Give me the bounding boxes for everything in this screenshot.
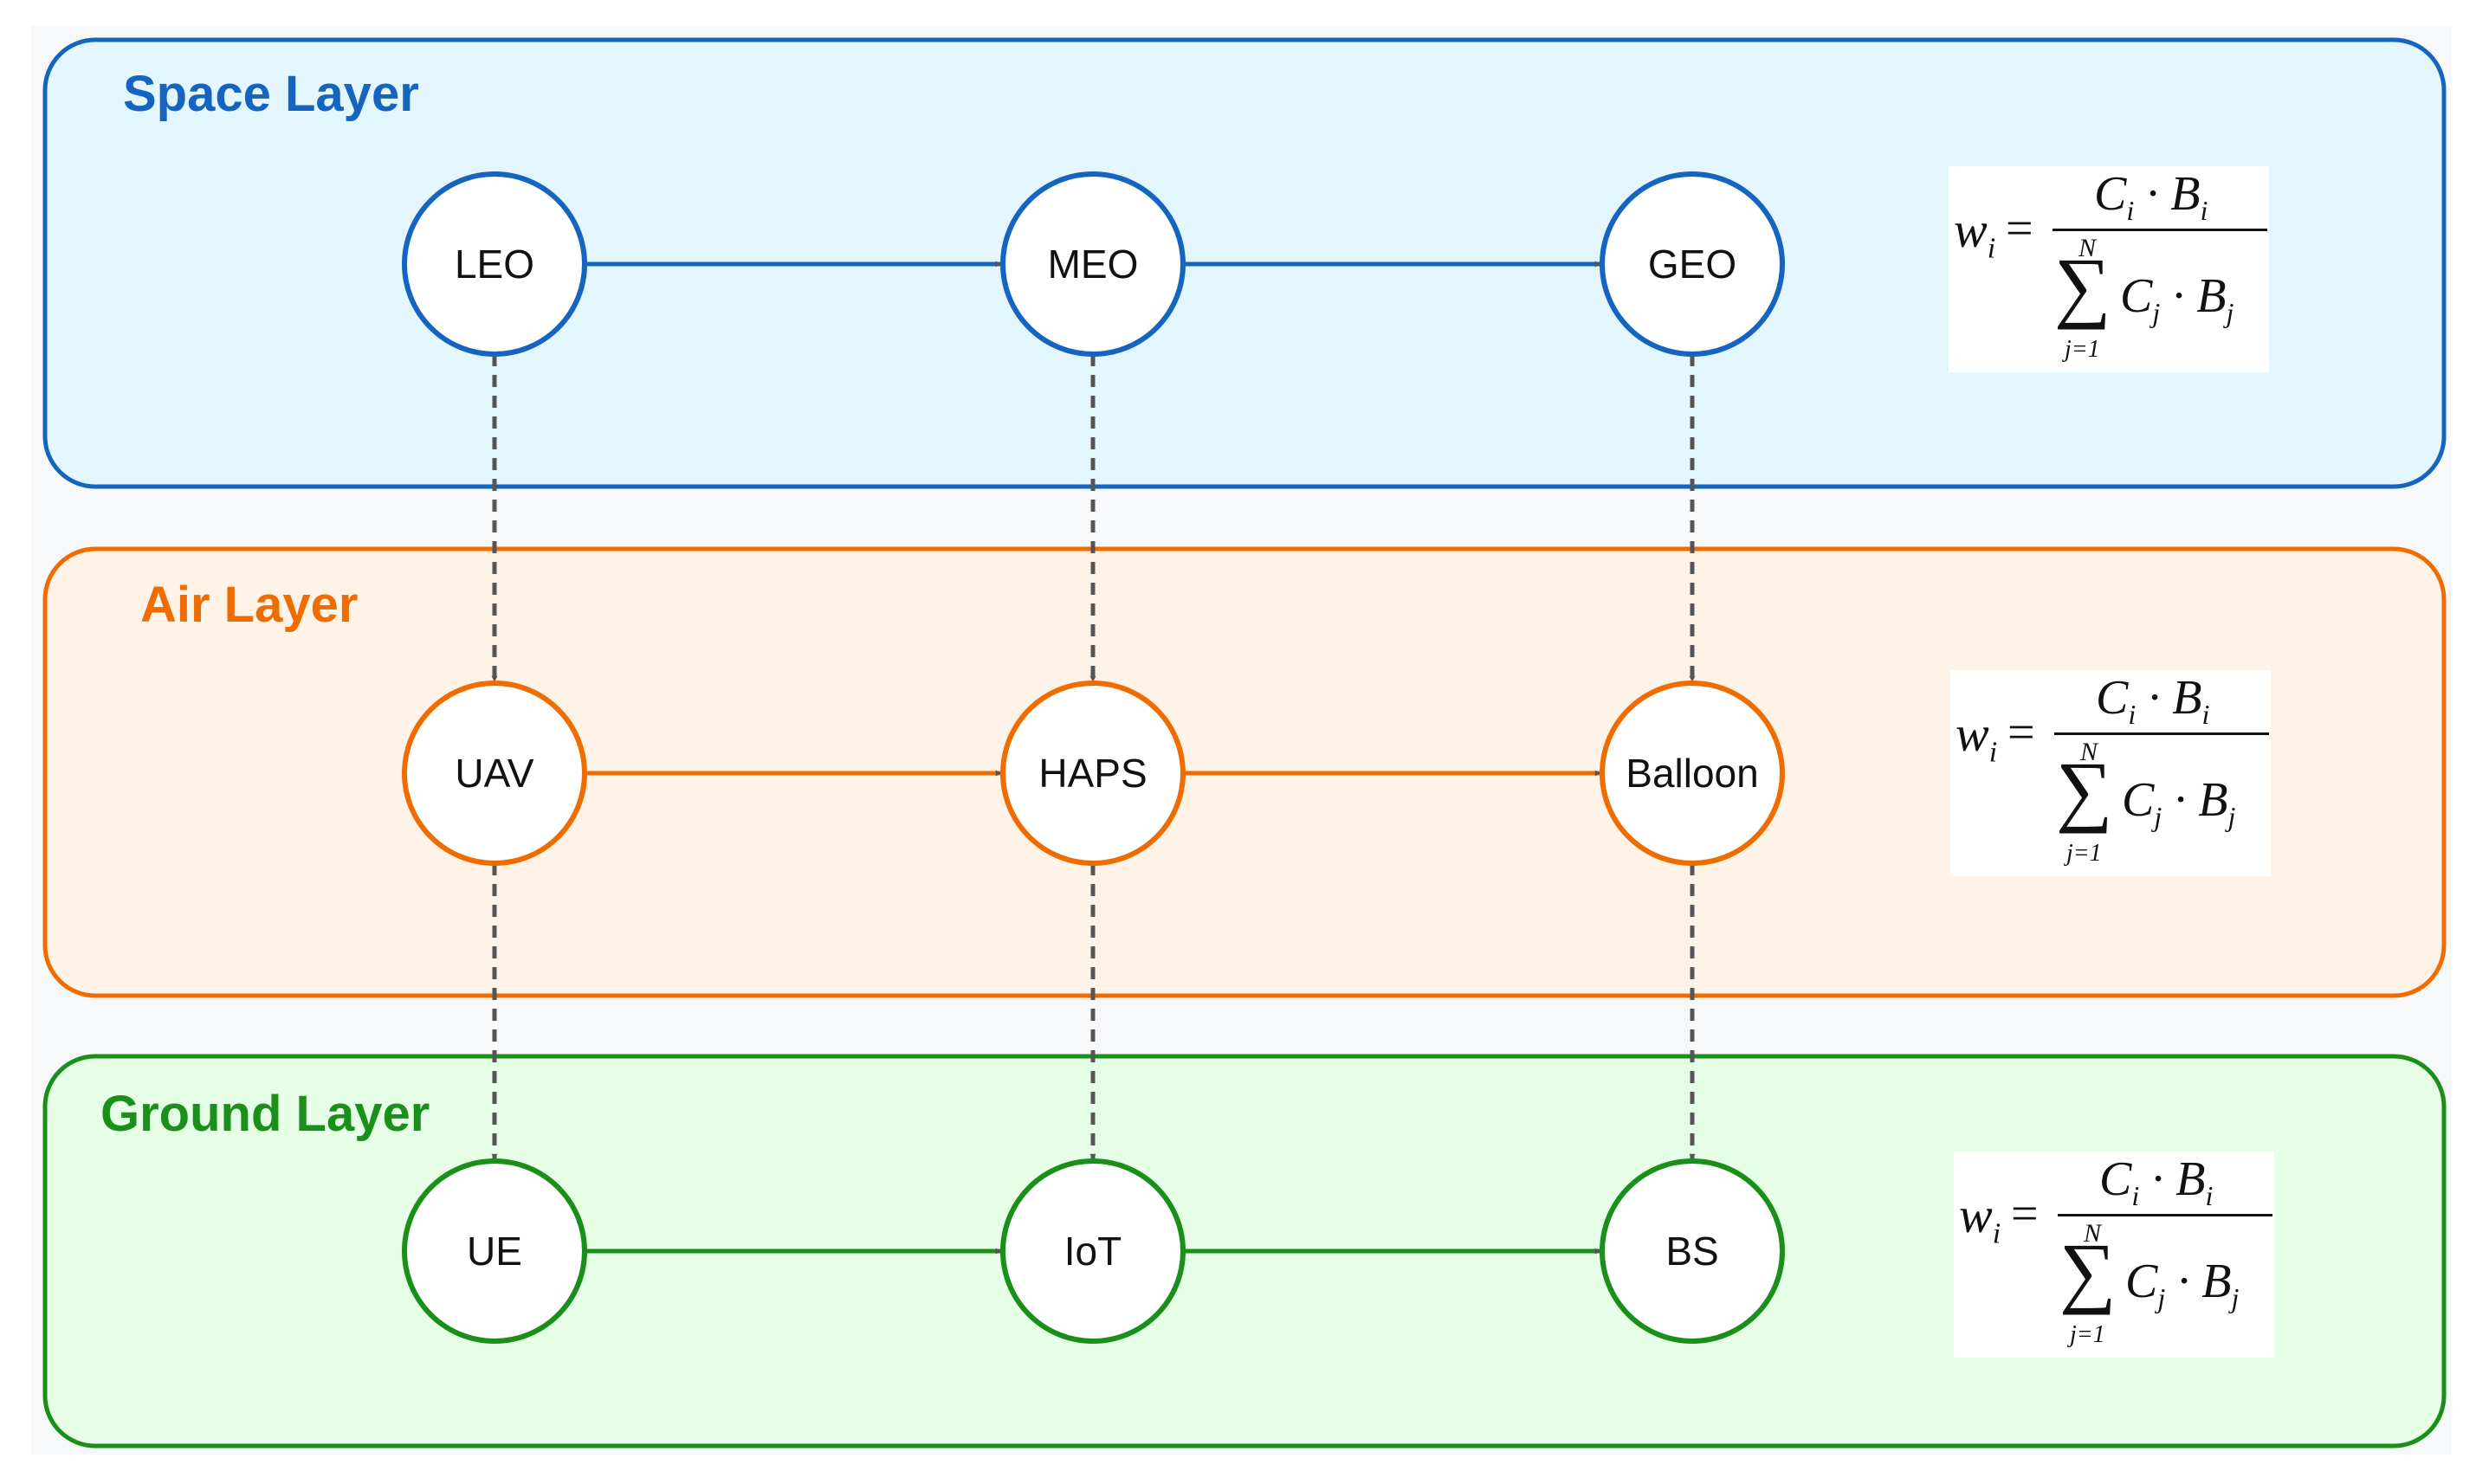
node-bs-circle: [1600, 1158, 1785, 1344]
node-balloon-circle: [1600, 681, 1785, 866]
formula-denominator: Cj · Bj: [2125, 1255, 2240, 1314]
node-ue: UE: [402, 1158, 587, 1344]
formula-denominator: Cj · Bj: [2122, 773, 2236, 833]
air-layer-title: Air Layer: [140, 577, 359, 633]
node-leo: LEO: [402, 171, 587, 357]
formula-sum-lower: j=1: [2070, 1321, 2105, 1348]
formula-denominator: Cj · Bj: [2120, 269, 2234, 329]
node-meo-label: MEO: [1048, 242, 1139, 287]
node-balloon-label: Balloon: [1626, 751, 1758, 796]
node-balloon: Balloon: [1600, 681, 1785, 866]
node-haps-circle: [1000, 681, 1186, 866]
node-uav-circle: [402, 681, 587, 866]
node-leo-label: LEO: [455, 242, 534, 287]
node-haps: HAPS: [1000, 681, 1186, 866]
formula-sum-upper: N: [2084, 1219, 2102, 1248]
formula-lhs: wi: [1954, 202, 1996, 265]
formula-fraction-bar: [2053, 229, 2267, 231]
formula-sum-lower: j=1: [2066, 840, 2102, 867]
sigma-icon: ∑: [2059, 1227, 2117, 1315]
formula-numerator: Ci · Bi: [2094, 167, 2208, 227]
formula-equals: =: [2006, 202, 2033, 255]
node-ue-circle: [402, 1158, 587, 1344]
node-geo-circle: [1600, 171, 1785, 357]
air-weight-formula: wi= Ci · Bi N∑ j=1 Cj · Bj: [1950, 670, 2271, 876]
formula-sum-upper: N: [2078, 234, 2097, 262]
node-geo: GEO: [1600, 171, 1785, 357]
formula-sum-upper: N: [2080, 738, 2098, 766]
node-iot-circle: [1000, 1158, 1186, 1344]
space-layer-title: Space Layer: [123, 66, 419, 122]
node-meo: MEO: [1000, 171, 1186, 357]
formula-fraction-bar: [2054, 732, 2269, 735]
formula-equals: =: [2011, 1187, 2039, 1241]
formula-lhs: wi: [1959, 1187, 2001, 1250]
node-geo-label: GEO: [1648, 242, 1736, 287]
sigma-icon: ∑: [2056, 745, 2113, 834]
space-weight-formula: wi= Ci · Bi N∑ j=1 Cj · Bj: [1949, 166, 2269, 372]
node-bs: BS: [1600, 1158, 1785, 1344]
formula-equals: =: [2007, 706, 2035, 759]
node-meo-circle: [1000, 171, 1186, 357]
node-bs-label: BS: [1665, 1229, 1718, 1274]
formula-fraction-bar: [2058, 1214, 2272, 1216]
node-uav-label: UAV: [455, 751, 533, 796]
node-haps-label: HAPS: [1038, 751, 1147, 796]
node-ue-label: UE: [467, 1229, 522, 1274]
node-leo-circle: [402, 171, 587, 357]
ground-weight-formula: wi= Ci · Bi N∑ j=1 Cj · Bj: [1954, 1152, 2274, 1358]
ground-layer-title: Ground Layer: [100, 1086, 430, 1142]
node-iot: IoT: [1000, 1158, 1186, 1344]
node-iot-label: IoT: [1064, 1229, 1122, 1274]
inter-layer-links: [491, 354, 1696, 1160]
sigma-icon: ∑: [2054, 242, 2111, 330]
formula-numerator: Ci · Bi: [2096, 671, 2210, 731]
formula-lhs: wi: [1956, 706, 1998, 769]
node-uav: UAV: [402, 681, 587, 866]
formula-numerator: Ci · Bi: [2099, 1152, 2214, 1212]
formula-sum-lower: j=1: [2065, 336, 2100, 363]
intra-layer-links: [585, 261, 1601, 1255]
